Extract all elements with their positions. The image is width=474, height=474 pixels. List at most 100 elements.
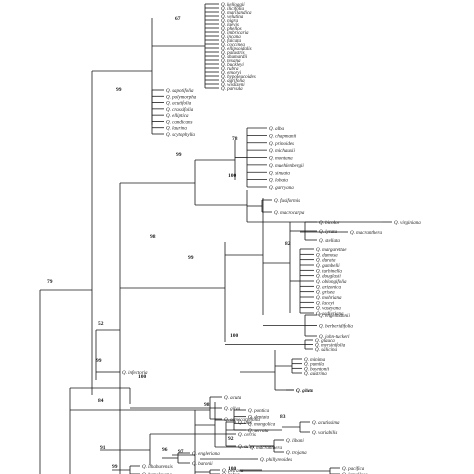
taxon-label: Q. candicans <box>166 120 192 125</box>
taxon-label: Q. acuta <box>224 396 242 401</box>
taxon-label: Q. muehlenbergii <box>269 164 304 169</box>
taxon-label: Q. texana <box>221 59 241 64</box>
taxon-label: Q. michauxii <box>269 149 295 154</box>
taxon-label: Q. imbricaria <box>221 31 249 36</box>
taxon-label: Q. ilex <box>238 421 252 426</box>
taxon-label: Q. arizonica <box>316 285 342 290</box>
taxon-label: Q. garryana <box>269 186 294 191</box>
taxon-label: Q. boyntonii <box>304 367 330 372</box>
taxon-label: Q. austrina <box>304 372 327 377</box>
support-value: 98 <box>150 234 156 240</box>
taxon-label: Q. oblongifolia <box>316 280 347 285</box>
taxon-label: Q. trojana <box>286 451 307 456</box>
taxon-label: Q. wislizeni <box>221 83 245 88</box>
support-value: 84 <box>98 398 104 404</box>
taxon-label: Q. nigra <box>221 19 238 24</box>
taxon-label: Q. polymorpha <box>166 95 197 100</box>
support-value: 98 <box>204 402 210 408</box>
taxon-label: Q. pumila <box>304 363 325 368</box>
support-value: 83 <box>280 414 286 420</box>
taxon-label: Q. infectoria <box>122 371 148 376</box>
taxon-label: Q. sapotifolia <box>166 89 194 94</box>
support-value: 96 <box>162 447 168 453</box>
taxon-label: Q. acutifolia <box>166 102 192 107</box>
taxon-label: Q. elliptica <box>166 114 189 119</box>
taxon-label: Q. palustris <box>221 51 245 56</box>
support-value: 78 <box>232 136 238 142</box>
support-value: 99 <box>112 464 118 470</box>
taxon-label: Q. chapmanii <box>269 134 297 139</box>
taxon-label: Q. stellata <box>319 239 340 244</box>
taxon-label: Q. vaseyana <box>316 307 341 312</box>
taxon-label: Q. glauca <box>315 339 335 344</box>
taxon-label: Q. petraea <box>222 469 244 474</box>
taxon-label: Q. ellipsoidalis <box>221 47 252 52</box>
taxon-label: Q. dumosa <box>316 253 338 258</box>
support-value: 99 <box>188 255 194 261</box>
taxon-label: Q. gilva <box>224 407 241 412</box>
support-value: 92 <box>228 436 234 442</box>
taxon-label: Q. crassifolia <box>166 108 194 113</box>
taxon-label: Q. montana <box>269 157 293 162</box>
taxon-label: Q. acuta <box>296 389 314 394</box>
taxon-label: Q. myrsinifolia <box>315 344 346 349</box>
taxon-label: Q. turbinella <box>316 269 342 274</box>
taxon-label: Q. douglasii <box>316 275 341 280</box>
taxon-label: Q. john-tuckeri <box>319 335 350 340</box>
support-value: 100 <box>228 466 237 472</box>
taxon-label: Q. cerris <box>238 433 256 438</box>
taxon-label: Q. sinuata <box>269 171 290 176</box>
taxon-label: Q. suber <box>238 445 255 450</box>
taxon-label: Q. macranthera <box>250 446 282 451</box>
support-value: 79 <box>47 279 53 285</box>
taxon-label: Q. acutissima <box>312 421 340 426</box>
support-value: 82 <box>285 241 291 247</box>
taxon-label: Q. laurina <box>166 127 187 132</box>
taxon-label: Q. serrata <box>248 429 269 434</box>
taxon-label: Q. gilva <box>296 389 313 394</box>
taxon-label: Q. agrifolia <box>221 79 245 84</box>
taxon-label: Q. falcata <box>221 39 241 44</box>
taxon-label: Q. berberidifolia <box>319 325 353 330</box>
taxon-label: Q. parvula <box>221 87 243 92</box>
taxon-label: Q. pacifica <box>342 467 365 472</box>
taxon-label: Q. bicolor <box>319 221 340 226</box>
taxon-label: Q. macrocarpa <box>274 211 305 216</box>
taxon-label: Q. ilicifolia <box>221 7 245 12</box>
taxon-label: Q. salicina <box>315 348 337 353</box>
support-value: 100 <box>228 173 237 179</box>
taxon-label: Q. semecarpifolia <box>224 418 260 423</box>
taxon-label: Q. marilandica <box>221 11 252 16</box>
taxon-label: Q. buckleyi <box>221 63 244 68</box>
taxon-label: Q. lyrata <box>319 230 338 235</box>
support-value: 97 <box>178 449 184 455</box>
support-value: 100 <box>138 374 147 380</box>
taxon-label: Q. macranthera <box>350 231 382 236</box>
taxon-label: Q. scytophylla <box>166 133 195 138</box>
support-value: 91 <box>100 445 106 451</box>
taxon-label: Q. grisea <box>316 291 335 296</box>
support-value: 67 <box>175 16 181 22</box>
taxon-label: Q. virginiana <box>394 221 421 226</box>
support-value: 99 <box>176 152 182 158</box>
taxon-label: Q. phellos <box>221 27 242 32</box>
support-value: 99 <box>96 358 102 364</box>
taxon-label: Q. engleriana <box>192 452 220 457</box>
taxon-label: Q. coccinea <box>221 43 245 48</box>
taxon-label: Q. incana <box>221 35 241 40</box>
taxon-label: Q. mohriana <box>316 296 342 301</box>
taxon-label: Q. gambelii <box>316 264 340 269</box>
taxon-label: Q. lobata <box>269 179 288 184</box>
taxon-label: Q. rubra <box>221 67 239 72</box>
taxon-label: Q. variabilis <box>312 431 337 436</box>
taxon-label: Q. engelmannii <box>319 314 350 319</box>
taxon-label: Q. pontica <box>248 409 270 414</box>
taxon-label: Q. hypoleucoides <box>221 75 256 80</box>
taxon-label: Q. prinoides <box>269 142 294 147</box>
taxon-label: Q. velutina <box>221 15 244 20</box>
taxon-label: Q. libani <box>286 439 304 444</box>
taxon-label: Q. laevis <box>221 23 239 28</box>
taxon-label: Q. ithaburensis <box>142 465 173 470</box>
support-value: 100 <box>230 333 239 339</box>
